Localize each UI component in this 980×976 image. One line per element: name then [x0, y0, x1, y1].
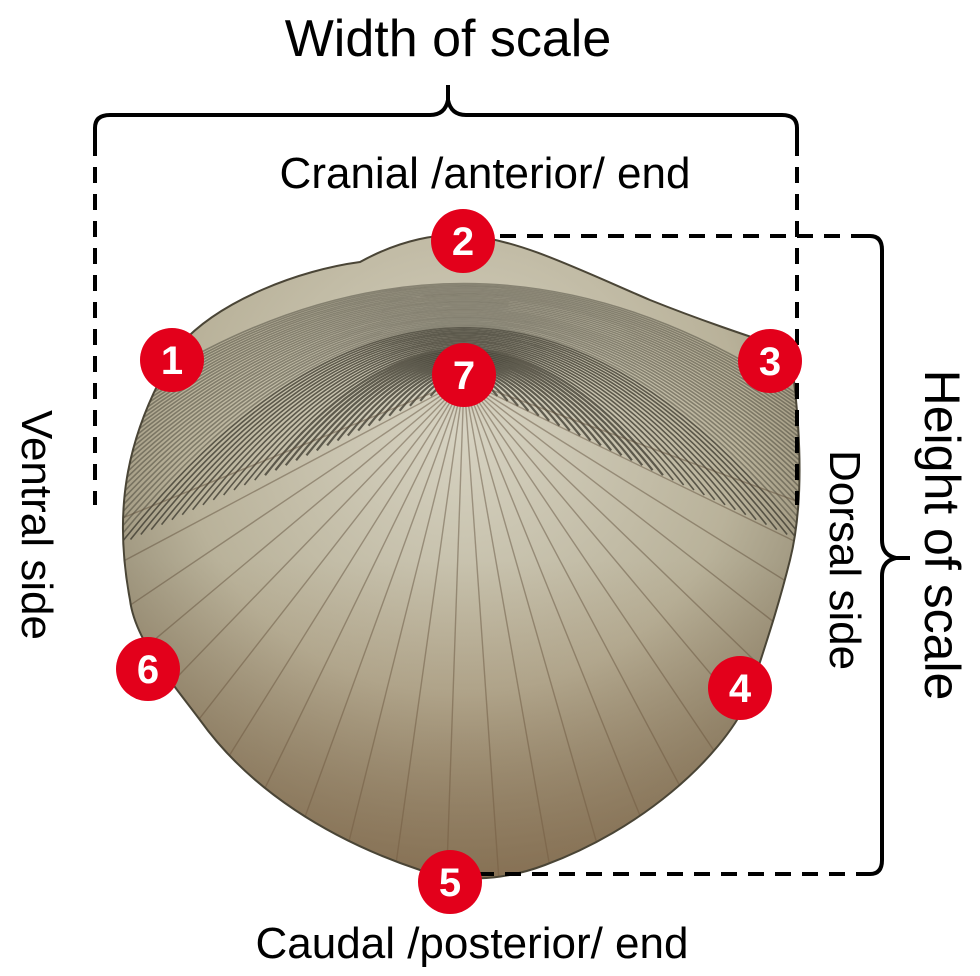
dorsal-label: Dorsal side [820, 450, 869, 670]
marker-4: 4 [708, 656, 772, 720]
width-label: Width of scale [285, 10, 612, 68]
ventral-label: Ventral side [12, 410, 61, 640]
width-bracket [95, 85, 797, 140]
marker-2: 2 [431, 209, 495, 273]
height-bracket [863, 236, 910, 874]
marker-3-label: 3 [759, 340, 781, 384]
marker-3: 3 [738, 329, 802, 393]
marker-7: 7 [432, 343, 496, 407]
height-label: Height of scale [914, 370, 970, 701]
marker-1-label: 1 [161, 339, 183, 383]
caudal-label: Caudal /posterior/ end [256, 919, 689, 968]
marker-4-label: 4 [729, 667, 752, 711]
marker-5: 5 [418, 850, 482, 914]
marker-2-label: 2 [452, 220, 474, 264]
marker-7-label: 7 [453, 354, 475, 398]
marker-5-label: 5 [439, 861, 461, 905]
marker-1: 1 [140, 328, 204, 392]
marker-6-label: 6 [137, 648, 159, 692]
cranial-label: Cranial /anterior/ end [280, 149, 691, 198]
marker-6: 6 [116, 637, 180, 701]
